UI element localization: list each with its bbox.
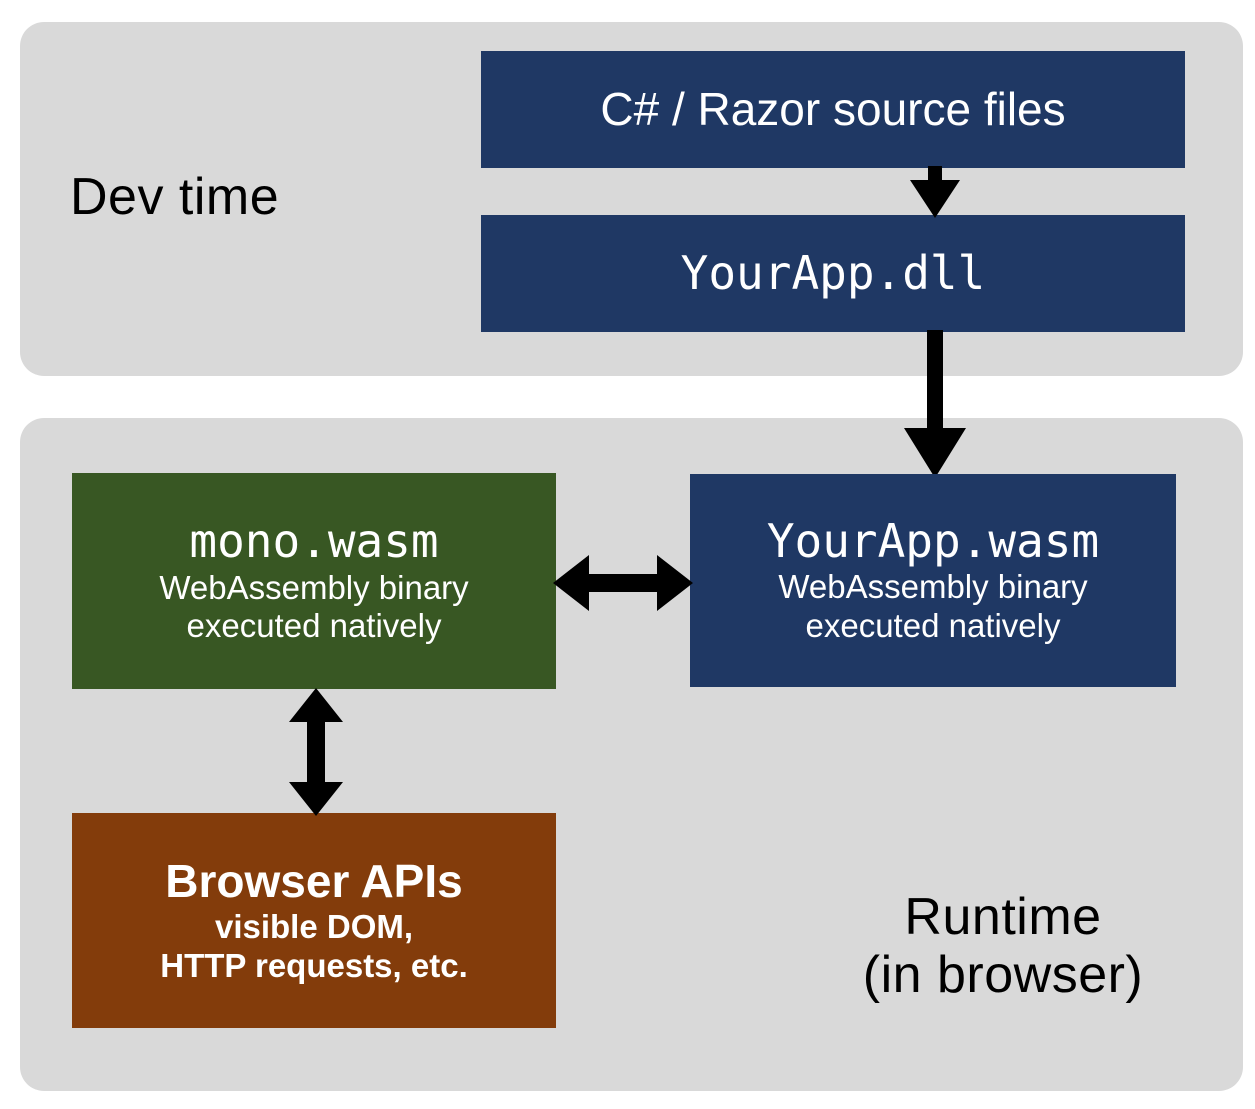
node-source-title: C# / Razor source files	[600, 83, 1066, 136]
node-browser-apis: Browser APIs visible DOM, HTTP requests,…	[72, 813, 556, 1028]
node-yourapp-wasm: YourApp.wasm WebAssembly binary executed…	[690, 474, 1176, 687]
node-csharp-razor-source-files: C# / Razor source files	[481, 51, 1185, 168]
node-browser-apis-subtitle: visible DOM, HTTP requests, etc.	[160, 908, 468, 984]
dev-time-label: Dev time	[70, 168, 280, 226]
node-mono-subtitle: WebAssembly binary executed natively	[159, 568, 469, 645]
arrow-down-source-to-dll-icon	[908, 166, 962, 218]
node-mono-title: mono.wasm	[189, 514, 439, 569]
node-browser-apis-title: Browser APIs	[165, 854, 463, 907]
arrow-double-horizontal-mono-yourapp-icon	[553, 552, 693, 614]
node-dll-title: YourApp.dll	[680, 246, 986, 301]
arrow-down-dll-to-wasm-icon	[900, 330, 970, 478]
arrow-double-vertical-mono-browser-icon	[286, 688, 346, 816]
runtime-label: Runtime (in browser)	[862, 888, 1144, 1005]
node-yourapp-dll: YourApp.dll	[481, 215, 1185, 332]
node-mono-wasm: mono.wasm WebAssembly binary executed na…	[72, 473, 556, 689]
node-yourapp-wasm-title: YourApp.wasm	[766, 513, 1100, 568]
node-yourapp-wasm-subtitle: WebAssembly binary executed natively	[778, 568, 1088, 644]
